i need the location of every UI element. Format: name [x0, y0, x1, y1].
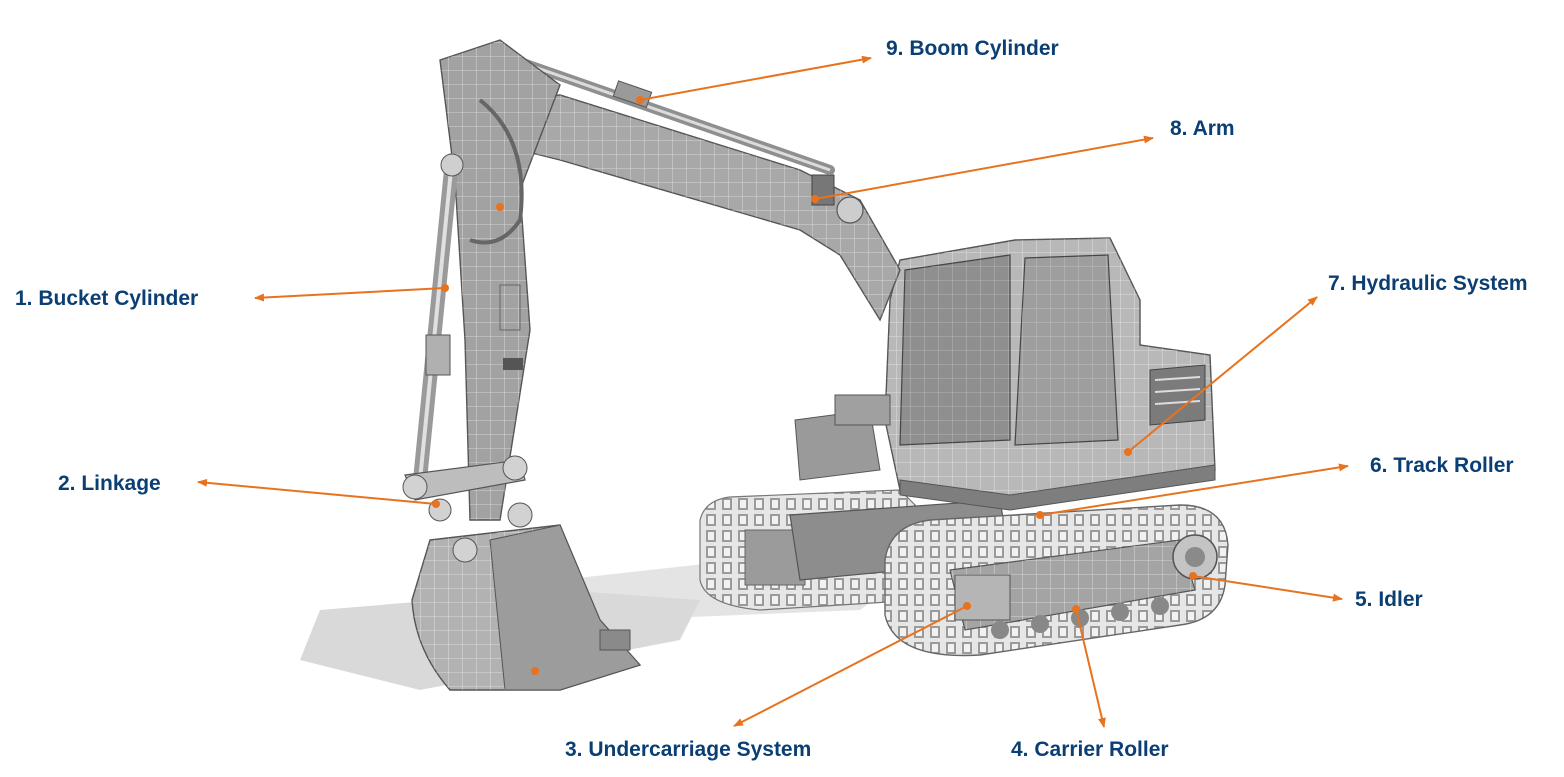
leader-linkage	[197, 478, 440, 508]
leader-boom-dot	[496, 203, 504, 211]
leader-lines	[197, 55, 1349, 728]
bucket	[411, 524, 642, 691]
leader-undercarriage-system	[733, 602, 971, 727]
callout-carrier-roller: 4. Carrier Roller	[1011, 738, 1169, 761]
callout-linkage: 2. Linkage	[58, 472, 161, 495]
callout-idler: 5. Idler	[1355, 588, 1423, 611]
leader-track-roller	[1036, 463, 1349, 519]
leader-idler	[1189, 572, 1343, 602]
leader-bucket-cylinder	[254, 284, 449, 302]
leader-arm	[811, 135, 1154, 203]
front-track	[884, 504, 1229, 657]
linkage	[402, 455, 533, 528]
callout-track-roller: 6. Track Roller	[1370, 454, 1514, 477]
stick	[439, 39, 561, 521]
callout-undercarriage-system: 3. Undercarriage System	[565, 738, 812, 761]
bucket-cylinder	[413, 153, 464, 487]
leader-boom-cylinder	[636, 55, 872, 104]
leader-hydraulic-system	[1124, 296, 1318, 456]
callout-bucket-cylinder: 1. Bucket Cylinder	[15, 287, 199, 310]
house	[794, 237, 1216, 511]
callout-arm: 8. Arm	[1170, 117, 1235, 140]
leader-bucket-dot	[531, 667, 539, 675]
callout-boom-cylinder: 9. Boom Cylinder	[886, 37, 1059, 60]
leader-carrier-roller	[1072, 605, 1106, 728]
callout-hydraulic-system: 7. Hydraulic System	[1328, 272, 1528, 295]
